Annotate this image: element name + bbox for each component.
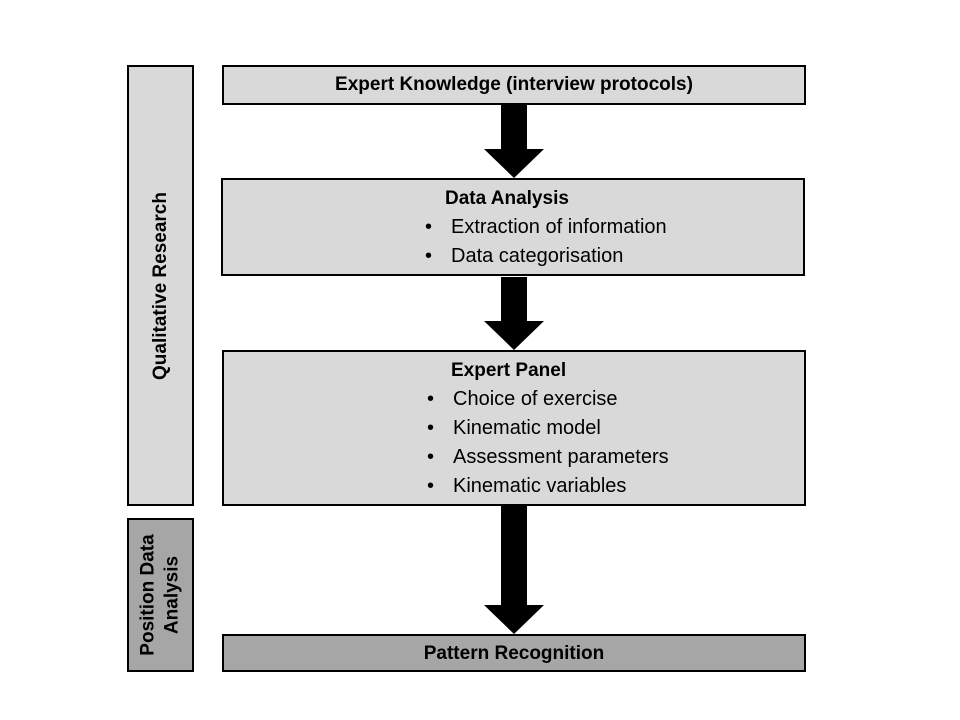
arrow-3 [484,506,544,634]
list-item: Assessment parameters [423,443,669,472]
data-analysis-list: Extraction of information Data categoris… [421,213,667,271]
list-item: Data categorisation [421,242,667,271]
list-item: Choice of exercise [423,385,669,414]
pattern-recognition-box: Pattern Recognition [222,634,806,672]
qualitative-research-label: Qualitative Research [149,191,171,380]
position-data-analysis-label-box: Position Data Analysis [127,518,194,672]
pattern-recognition-title: Pattern Recognition [423,643,605,664]
data-analysis-title: Data Analysis [445,188,569,209]
arrow-2 [484,277,544,350]
position-data-analysis-line1: Position Data [137,534,159,656]
list-item: Kinematic model [423,414,669,443]
qualitative-research-label-box: Qualitative Research [127,65,194,506]
list-item: Kinematic variables [423,472,669,501]
expert-panel-box: Expert Panel Choice of exercise Kinemati… [222,350,806,506]
data-analysis-box: Data Analysis Extraction of information … [221,178,805,276]
expert-knowledge-box: Expert Knowledge (interview protocols) [222,65,806,105]
expert-knowledge-title: Expert Knowledge (interview protocols) [335,74,693,95]
position-data-analysis-label: Position Data Analysis [137,534,185,655]
list-item: Extraction of information [421,213,667,242]
position-data-analysis-line2: Analysis [161,555,183,635]
expert-panel-title: Expert Panel [451,360,567,381]
arrow-1 [484,105,544,178]
expert-panel-list: Choice of exercise Kinematic model Asses… [423,385,669,501]
